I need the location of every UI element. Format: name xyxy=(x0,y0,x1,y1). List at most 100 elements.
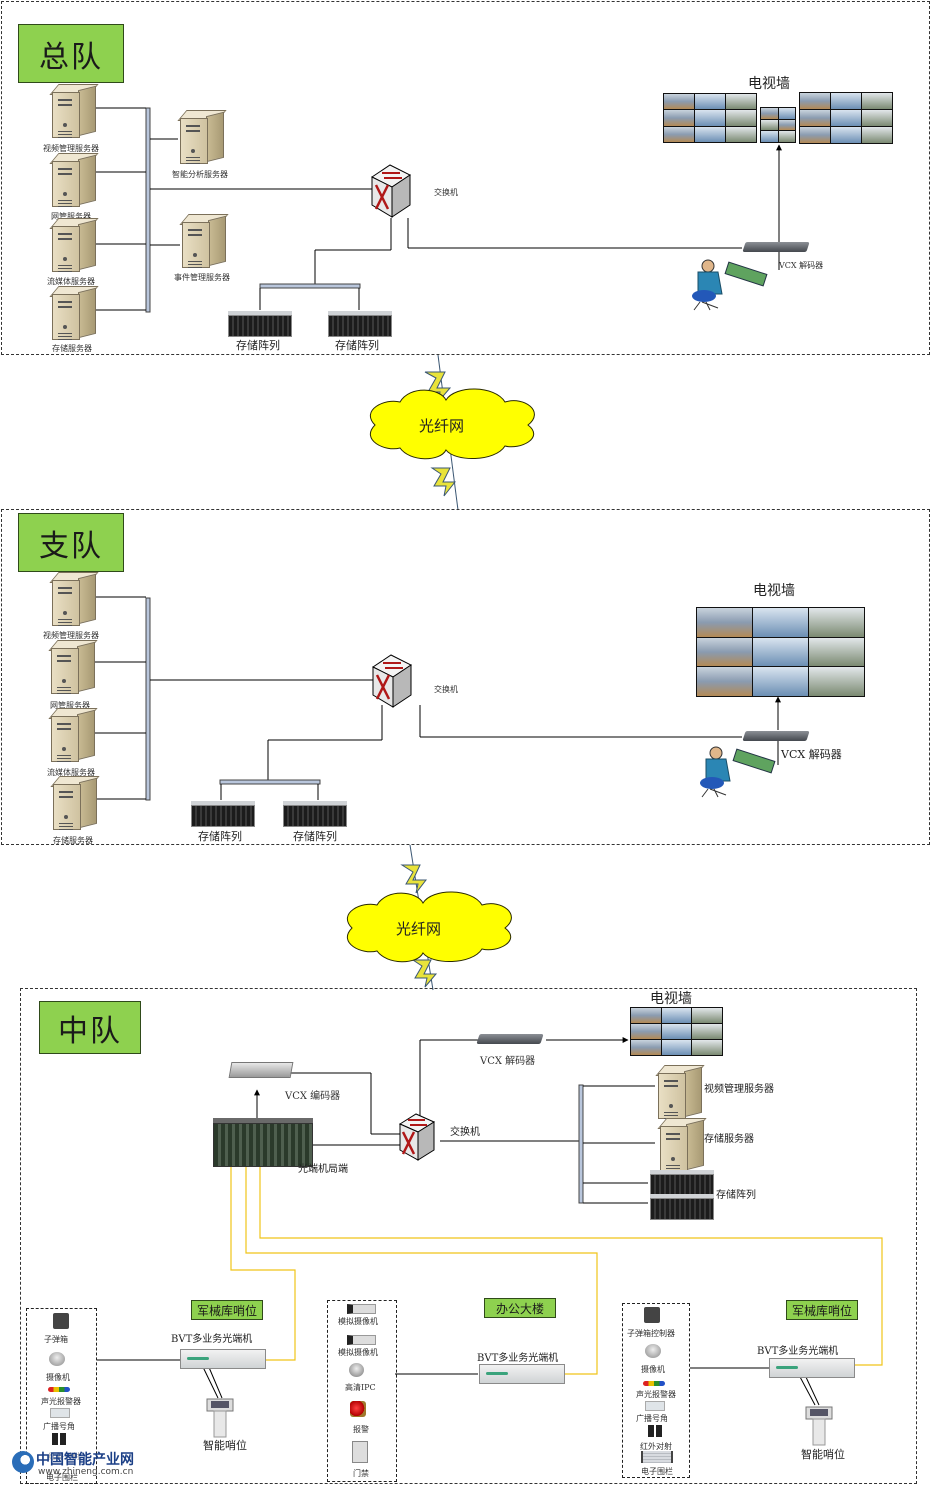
storage-array-icon[interactable] xyxy=(650,1198,714,1220)
hq-server-label: 视频管理服务器 xyxy=(43,144,99,153)
server-icon[interactable] xyxy=(49,572,99,628)
site2-device-label: 模拟摄像机 xyxy=(338,1317,378,1326)
operator-icon xyxy=(690,258,770,313)
site1-device-label: 摄像机 xyxy=(46,1373,70,1382)
detachment-switch-label: 交换机 xyxy=(434,685,458,694)
site3-device-label: 电子围栏 xyxy=(641,1467,673,1476)
infrared-sensor-icon xyxy=(648,1425,662,1437)
dome-camera-icon xyxy=(49,1352,65,1366)
horn-speaker-icon xyxy=(645,1401,665,1411)
storage-array-icon[interactable] xyxy=(228,315,292,337)
server-icon[interactable] xyxy=(48,640,98,696)
hq-server-label: 流媒体服务器 xyxy=(47,277,95,286)
hq-tv-wall-left xyxy=(663,93,757,143)
hq-tv-wall-right xyxy=(799,92,893,144)
detachment-server-label: 视频管理服务器 xyxy=(43,631,99,640)
hq-storage-label: 存储阵列 xyxy=(236,339,280,352)
server-icon[interactable] xyxy=(48,708,98,764)
dome-camera-icon xyxy=(645,1344,661,1358)
detachment-storage-label: 存储阵列 xyxy=(293,830,337,843)
decoder-icon[interactable] xyxy=(476,1034,544,1044)
fiber-network-label-top: 光纤网 xyxy=(419,417,465,435)
hq-server-label: 存储服务器 xyxy=(52,344,92,353)
hq-switch-label: 交换机 xyxy=(434,188,458,197)
detachment-zone xyxy=(1,509,930,845)
squadron-switch-label: 交换机 xyxy=(450,1127,480,1138)
optical-terminal-icon[interactable] xyxy=(479,1364,565,1384)
site1-kiosk-label: 智能哨位 xyxy=(203,1439,247,1452)
site3-kiosk-label: 智能哨位 xyxy=(801,1448,845,1461)
server-icon[interactable] xyxy=(655,1065,705,1121)
detachment-tv-wall-title: 电视墙 xyxy=(753,583,795,599)
decoder-icon[interactable] xyxy=(742,242,810,252)
server-icon[interactable] xyxy=(49,153,99,209)
site3-device-box xyxy=(622,1303,690,1478)
optical-central-icon[interactable] xyxy=(213,1123,313,1167)
decoder-icon[interactable] xyxy=(742,731,810,741)
detachment-server-label: 流媒体服务器 xyxy=(47,768,95,777)
site2-device-label: 报警 xyxy=(353,1425,369,1434)
server-icon[interactable] xyxy=(177,110,227,166)
horn-speaker-icon xyxy=(50,1408,70,1418)
site1-device-label: 子弹箱 xyxy=(44,1335,68,1344)
analog-camera-icon xyxy=(347,1335,376,1345)
bullet-box-controller-icon xyxy=(644,1307,660,1323)
storage-array-icon[interactable] xyxy=(328,315,392,337)
operator-icon xyxy=(698,745,778,800)
detachment-storage-label: 存储阵列 xyxy=(198,830,242,843)
hq-zone xyxy=(1,1,930,355)
site1-device-label: 广播号角 xyxy=(43,1422,75,1431)
squadron-tv-wall-title: 电视墙 xyxy=(650,991,692,1007)
storage-array-icon[interactable] xyxy=(650,1174,714,1196)
watermark-brand: 中国智能产业网 xyxy=(36,1452,134,1468)
hq-title: 总队 xyxy=(18,24,124,83)
squadron-tv-wall xyxy=(630,1007,723,1056)
watermark: 中国智能产业网 www.zhineng.com.cn xyxy=(10,1447,155,1481)
site3-device-label: 红外对射 xyxy=(640,1442,672,1451)
storage-array-icon[interactable] xyxy=(191,805,255,827)
watermark-url: www.zhineng.com.cn xyxy=(38,1467,134,1477)
server-icon[interactable] xyxy=(50,776,100,832)
server-icon[interactable] xyxy=(49,218,99,274)
site3-label: 军械库哨位 xyxy=(786,1300,858,1320)
access-control-icon xyxy=(352,1441,368,1463)
switch-icons xyxy=(371,164,436,1161)
hq-aux-server-label: 事件管理服务器 xyxy=(174,273,230,282)
detachment-decoder-label: VCX 解码器 xyxy=(781,748,842,761)
optical-central-label: 光端机局端 xyxy=(298,1164,348,1175)
electronic-fence-icon xyxy=(641,1451,673,1463)
hq-server-label: 网管服务器 xyxy=(51,212,91,221)
squadron-server-label: 视频管理服务器 xyxy=(704,1084,774,1095)
site1-device-title: BVT多业务光端机 xyxy=(171,1334,253,1345)
smart-sentry-kiosk-icon[interactable] xyxy=(205,1397,235,1439)
squadron-zone xyxy=(20,988,917,1484)
optical-terminal-icon[interactable] xyxy=(769,1358,855,1378)
fiber-network-label-bottom: 光纤网 xyxy=(396,920,442,938)
site2-device-box xyxy=(327,1300,397,1482)
detachment-wires xyxy=(92,596,781,801)
site2-device-label: 模拟摄像机 xyxy=(338,1348,378,1357)
detachment-title: 支队 xyxy=(18,513,124,572)
server-icon[interactable] xyxy=(657,1118,707,1174)
encoder-icon[interactable] xyxy=(228,1062,294,1078)
smart-sentry-kiosk-icon[interactable] xyxy=(804,1405,834,1447)
hq-tv-wall-center xyxy=(760,107,796,143)
optical-terminal-icon[interactable] xyxy=(180,1349,266,1369)
site1-device-label: 红外对射 xyxy=(48,1452,80,1461)
server-icon[interactable] xyxy=(49,84,99,140)
site2-device-title: BVT多业务光端机 xyxy=(477,1353,559,1364)
fiber-cloud-top xyxy=(369,388,535,460)
site1-device-box xyxy=(26,1308,97,1484)
squadron-wires xyxy=(97,1037,820,1406)
squadron-storage-label: 存储阵列 xyxy=(716,1190,756,1201)
storage-array-icon[interactable] xyxy=(283,805,347,827)
squadron-title: 中队 xyxy=(39,1001,141,1054)
server-icon[interactable] xyxy=(49,286,99,342)
server-icon[interactable] xyxy=(179,214,229,270)
site2-device-label: 门禁 xyxy=(353,1469,369,1478)
hd-ipc-icon xyxy=(349,1363,364,1377)
infrared-sensor-icon xyxy=(52,1433,66,1445)
hq-tv-wall-title: 电视墙 xyxy=(748,76,790,92)
site3-device-label: 声光报警器 xyxy=(636,1390,676,1399)
